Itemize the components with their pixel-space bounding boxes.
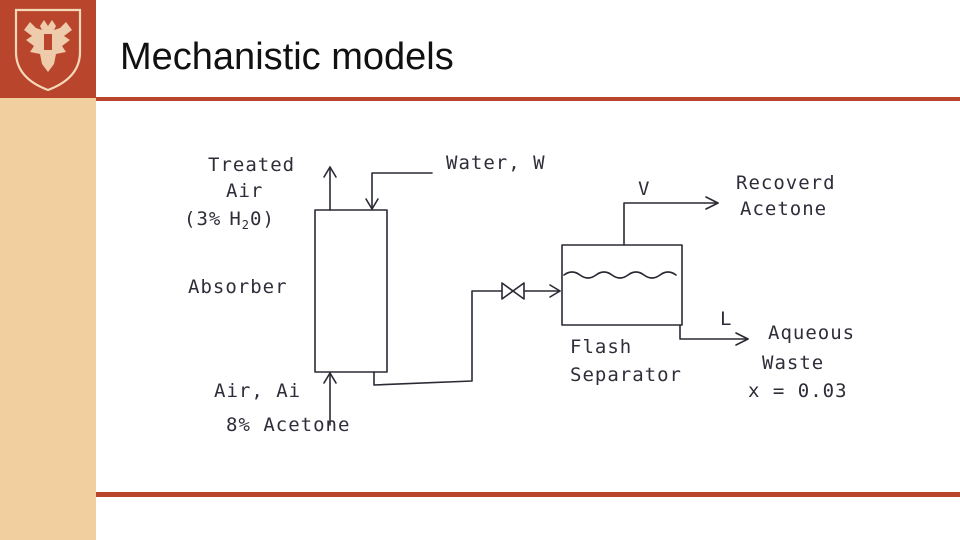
liquid-level bbox=[563, 271, 677, 279]
flash-separator-label: Separator bbox=[570, 364, 682, 386]
recovered-acetone-label: Recoverd bbox=[736, 172, 836, 194]
treated-air-label: Air bbox=[226, 180, 263, 202]
valve-icon bbox=[501, 282, 525, 300]
process-flow-diagram: Treated Air (3%H20) Water, W Absorber Ai… bbox=[184, 152, 855, 436]
eagle-crest-icon bbox=[14, 8, 82, 92]
air-feed-arrow bbox=[323, 372, 337, 384]
vapor-label: V bbox=[638, 178, 650, 200]
liquid-stream bbox=[679, 324, 749, 340]
air-feed-label: Air, Ai bbox=[214, 380, 301, 402]
title-divider bbox=[96, 97, 960, 101]
absorber-column bbox=[314, 209, 388, 373]
vapor-stream bbox=[623, 202, 719, 246]
slide-title: Mechanistic models bbox=[120, 36, 454, 78]
water-label: Water, W bbox=[446, 152, 546, 174]
treated-air-label: Treated bbox=[208, 154, 295, 176]
aqueous-waste-label: Aqueous bbox=[768, 322, 855, 344]
treated-air-composition: (3%H20) bbox=[184, 208, 275, 232]
recovered-acetone-label: Acetone bbox=[740, 198, 827, 220]
university-logo bbox=[0, 0, 96, 98]
liquid-arrow bbox=[735, 332, 749, 346]
treated-air-arrow bbox=[323, 166, 337, 178]
waste-composition-label: x = 0.03 bbox=[748, 380, 848, 402]
air-feed-composition: 8% Acetone bbox=[226, 414, 350, 436]
vapor-arrow bbox=[705, 196, 719, 210]
absorber-bottoms-stream bbox=[373, 290, 503, 386]
absorber-label: Absorber bbox=[188, 276, 288, 298]
liquid-label: L bbox=[720, 308, 732, 330]
water-arrow bbox=[365, 198, 379, 210]
flash-separator-vessel bbox=[561, 244, 683, 326]
footer-divider bbox=[96, 492, 960, 497]
flash-separator-label: Flash bbox=[570, 336, 632, 358]
water-stream bbox=[371, 172, 433, 210]
valve-outlet-arrow bbox=[549, 284, 561, 298]
aqueous-waste-label: Waste bbox=[762, 352, 824, 374]
